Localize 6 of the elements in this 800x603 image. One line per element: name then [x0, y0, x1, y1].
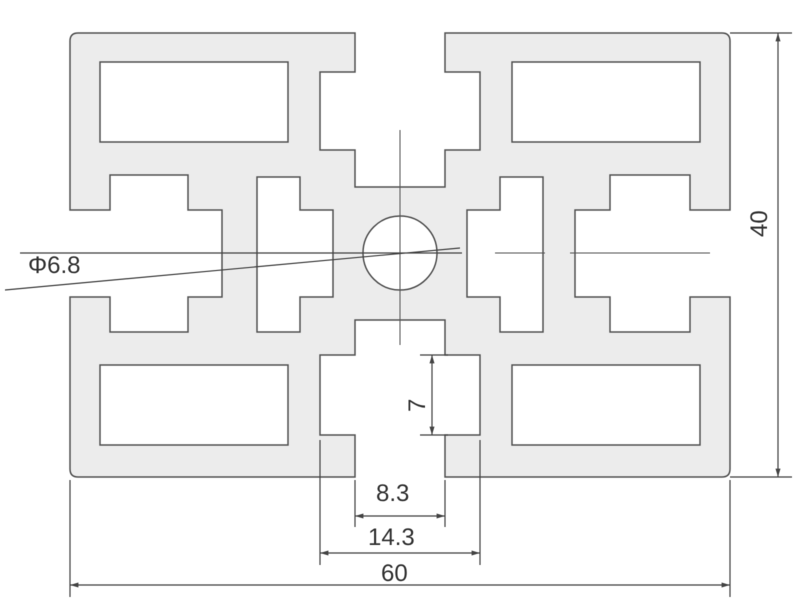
dimension-label: Φ6.8 — [28, 254, 81, 278]
dimension-label: 40 — [748, 210, 772, 237]
dimension-label: 60 — [381, 562, 408, 586]
dimension-label: 8.3 — [376, 482, 410, 506]
dimension-label: 14.3 — [368, 526, 415, 550]
dimension-label: 7 — [406, 398, 430, 412]
